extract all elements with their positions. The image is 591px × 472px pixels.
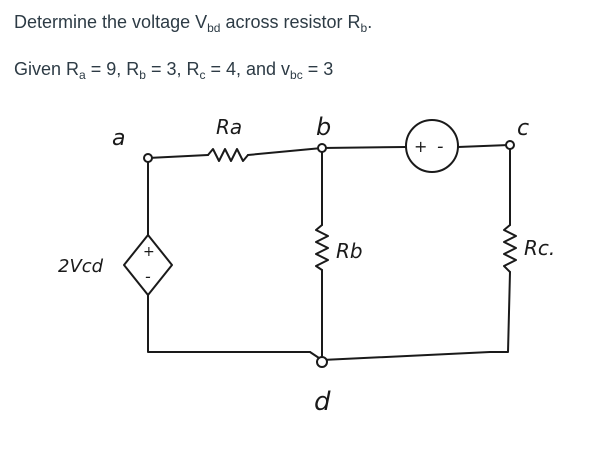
node-label-a: a <box>112 126 125 151</box>
question-text: across resistor R <box>220 12 361 32</box>
resistor-label-rc: Rc. <box>524 236 555 260</box>
question-line-2: Given Ra = 9, Rb = 3, Rc = 4, and vbc = … <box>14 59 334 82</box>
question-text: Determine the voltage V <box>14 12 208 32</box>
subscript: bc <box>290 68 303 82</box>
wire-bottom-right <box>309 351 491 361</box>
node-d-marker <box>316 356 328 368</box>
dependent-source-diamond <box>123 234 173 296</box>
node-a-marker <box>143 153 153 163</box>
dep-source-label: 2Vcd <box>58 256 104 277</box>
wire-source-c <box>457 144 511 148</box>
subscript: bd <box>207 21 221 35</box>
node-label-b: b <box>316 113 331 141</box>
wire-b-source <box>321 146 407 149</box>
given-text: Given R <box>14 59 80 79</box>
wire-right-bottom <box>489 271 511 353</box>
wire-top-a <box>147 154 209 159</box>
node-label-c: c <box>517 116 529 141</box>
wire-left-bottom <box>147 294 311 353</box>
node-c-marker <box>505 140 515 150</box>
given-text: = 3 <box>302 59 334 79</box>
resistor-rc-zigzag <box>503 224 517 273</box>
resistor-label-rb: Rb <box>336 239 363 263</box>
subscript: b <box>139 68 146 82</box>
resistor-label-ra: Ra <box>216 115 242 139</box>
voltage-source-circle <box>405 119 459 173</box>
subscript: c <box>199 68 206 82</box>
question-line-1: Determine the voltage Vbd across resisto… <box>14 12 373 35</box>
subscript: a <box>79 68 86 82</box>
vsource-minus: - <box>437 136 444 157</box>
vsource-plus: + <box>414 137 427 156</box>
dep-source-plus: + <box>143 244 155 260</box>
given-text: = 4, and v <box>205 59 291 79</box>
node-b-marker <box>317 143 327 153</box>
resistor-ra-zigzag <box>207 148 249 162</box>
question-text: . <box>367 12 373 32</box>
dep-source-minus: - <box>145 267 151 286</box>
given-text: = 9, R <box>85 59 140 79</box>
given-text: = 3, R <box>145 59 200 79</box>
subscript: b <box>360 21 368 35</box>
node-label-d: d <box>314 387 331 417</box>
resistor-rb-zigzag <box>315 224 329 271</box>
wire-top-b <box>247 147 323 156</box>
